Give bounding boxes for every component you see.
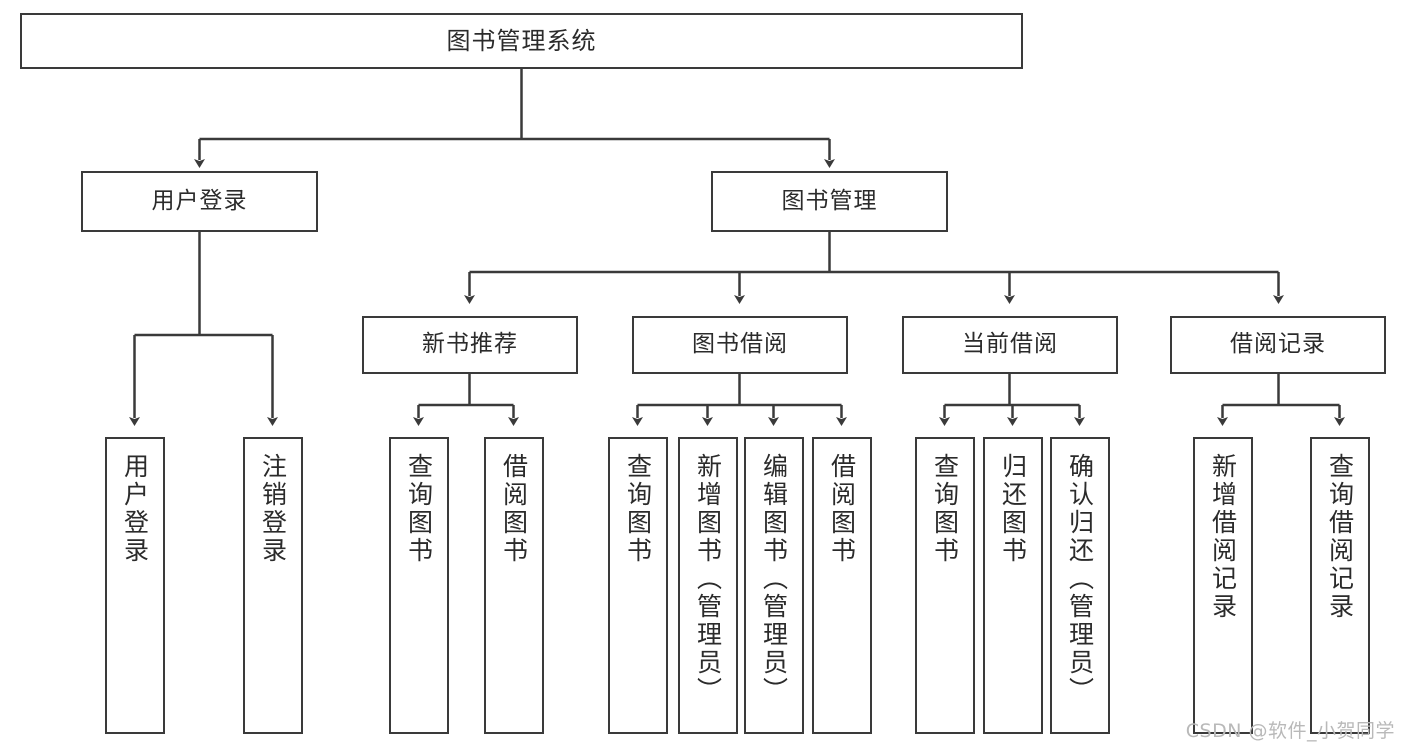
node-borrow-record[interactable]: 借阅记录 bbox=[1170, 316, 1386, 374]
node-leaf-query-borrow-record-label: 查询借阅记录 bbox=[1325, 453, 1355, 621]
node-leaf-query-book-2[interactable]: 查询图书 bbox=[608, 437, 668, 734]
node-leaf-edit-book[interactable]: 编辑图书（管理员） bbox=[744, 437, 804, 734]
node-leaf-add-book[interactable]: 新增图书（管理员） bbox=[678, 437, 738, 734]
node-leaf-confirm-return[interactable]: 确认归还（管理员） bbox=[1050, 437, 1110, 734]
node-current-borrow-label: 当前借阅 bbox=[962, 331, 1058, 358]
node-book-borrow-label: 图书借阅 bbox=[692, 331, 788, 358]
node-new-book-recommend-label: 新书推荐 bbox=[422, 331, 518, 358]
node-leaf-query-book-2-label: 查询图书 bbox=[623, 453, 653, 565]
node-leaf-user-login-label: 用户登录 bbox=[120, 453, 150, 565]
node-book-management-label: 图书管理 bbox=[781, 187, 878, 214]
node-leaf-edit-book-label: 编辑图书（管理员） bbox=[759, 453, 789, 705]
node-leaf-query-book-1-label: 查询图书 bbox=[404, 453, 434, 565]
node-leaf-return-book-label: 归还图书 bbox=[998, 453, 1028, 565]
node-leaf-borrow-book-1-label: 借阅图书 bbox=[499, 453, 529, 565]
node-book-management[interactable]: 图书管理 bbox=[711, 171, 948, 232]
node-leaf-user-logout-label: 注销登录 bbox=[258, 453, 288, 565]
node-leaf-query-book-3-label: 查询图书 bbox=[930, 453, 960, 565]
node-leaf-borrow-book-1[interactable]: 借阅图书 bbox=[484, 437, 544, 734]
node-leaf-return-book[interactable]: 归还图书 bbox=[983, 437, 1043, 734]
watermark: CSDN @软件_小贺同学 bbox=[1185, 720, 1395, 742]
node-leaf-query-borrow-record[interactable]: 查询借阅记录 bbox=[1310, 437, 1370, 734]
node-leaf-confirm-return-label: 确认归还（管理员） bbox=[1065, 453, 1095, 705]
node-leaf-user-logout[interactable]: 注销登录 bbox=[243, 437, 303, 734]
node-user-login[interactable]: 用户登录 bbox=[81, 171, 318, 232]
node-leaf-query-book-3[interactable]: 查询图书 bbox=[915, 437, 975, 734]
node-user-login-label: 用户登录 bbox=[151, 187, 248, 214]
node-leaf-query-book-1[interactable]: 查询图书 bbox=[389, 437, 449, 734]
node-leaf-borrow-book-2-label: 借阅图书 bbox=[827, 453, 857, 565]
node-current-borrow[interactable]: 当前借阅 bbox=[902, 316, 1118, 374]
node-book-borrow[interactable]: 图书借阅 bbox=[632, 316, 848, 374]
node-root-label: 图书管理系统 bbox=[446, 26, 597, 55]
node-leaf-borrow-book-2[interactable]: 借阅图书 bbox=[812, 437, 872, 734]
node-borrow-record-label: 借阅记录 bbox=[1230, 331, 1326, 358]
node-new-book-recommend[interactable]: 新书推荐 bbox=[362, 316, 578, 374]
node-leaf-add-book-label: 新增图书（管理员） bbox=[693, 453, 723, 705]
node-leaf-user-login[interactable]: 用户登录 bbox=[105, 437, 165, 734]
node-leaf-add-borrow-record-label: 新增借阅记录 bbox=[1208, 453, 1238, 621]
node-leaf-add-borrow-record[interactable]: 新增借阅记录 bbox=[1193, 437, 1253, 734]
node-root[interactable]: 图书管理系统 bbox=[20, 13, 1023, 69]
